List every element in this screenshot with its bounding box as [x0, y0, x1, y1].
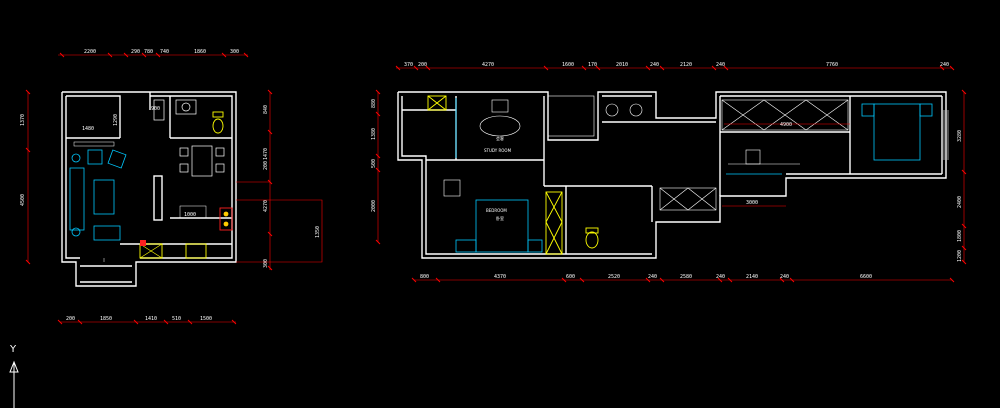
- right-closets: [547, 95, 849, 211]
- right-dim-right-1: 3280: [957, 130, 963, 142]
- left-dim-top-4: 740: [160, 49, 169, 55]
- right-dim-bottom-1: 800: [420, 274, 429, 280]
- right-room-label-study: STUDY ROOM: [484, 148, 512, 153]
- right-yellow-fixtures: [427, 95, 599, 255]
- left-dim-right-2: 1470: [263, 148, 269, 160]
- left-dim-right-1: 840: [263, 105, 269, 114]
- right-dimension-ticks: [375, 65, 967, 283]
- left-dim-inner-5: 1000: [184, 212, 196, 218]
- right-dim-right-4: 1200: [957, 250, 963, 262]
- left-dim-inner-3: 900: [151, 106, 160, 112]
- right-dim-top-7: 240: [650, 62, 659, 68]
- right-room-label-bedroom: BEDROOM: [486, 208, 507, 213]
- left-floor-plan: 2200 290 780 740 1860 300 1370 4500 840 …: [20, 49, 323, 325]
- left-dim-top-5: 1860: [194, 49, 206, 55]
- left-dim-top-1: 2200: [84, 49, 96, 55]
- right-dim-left-1: 880: [371, 99, 377, 108]
- left-dim-bottom-1: 200: [66, 316, 75, 322]
- right-dim-top-1: 370: [404, 62, 413, 68]
- left-dining-table: [179, 145, 225, 177]
- right-dim-bottom-2: 4370: [494, 274, 506, 280]
- right-dim-top-4: 1600: [562, 62, 574, 68]
- right-dim-left-2: 1380: [371, 128, 377, 140]
- right-dim-left-4: 2000: [371, 200, 377, 212]
- right-dim-right-2: 2400: [957, 196, 963, 208]
- left-fixture-details: [73, 141, 207, 262]
- right-dim-inner-1: 4900: [780, 122, 792, 128]
- left-dim-top-3: 780: [144, 49, 153, 55]
- left-dimension-lines: [27, 54, 323, 323]
- left-living-furniture: [69, 149, 127, 241]
- left-dim-bottom-3: 1410: [145, 316, 157, 322]
- left-dim-left-2: 4500: [20, 194, 26, 206]
- right-dim-bottom-8: 2140: [746, 274, 758, 280]
- left-plan-walls: [61, 91, 237, 287]
- right-dim-top-2: 200: [418, 62, 427, 68]
- right-dim-top-3: 4270: [482, 62, 494, 68]
- right-dim-inner-2: 3000: [746, 200, 758, 206]
- right-dim-top-10: 7760: [826, 62, 838, 68]
- left-dim-bottom-4: 510: [172, 316, 181, 322]
- right-cyan-furniture: [455, 98, 933, 253]
- right-dim-bottom-9: 240: [780, 274, 789, 280]
- right-dim-top-8: 2120: [680, 62, 692, 68]
- right-dim-left-3: 500: [371, 159, 377, 168]
- ucs-axis-icon: Y: [9, 344, 19, 408]
- left-dim-bottom-2: 1850: [100, 316, 112, 322]
- right-dim-bottom-4: 2520: [608, 274, 620, 280]
- right-dim-top-5: 170: [588, 62, 597, 68]
- left-dim-bottom-5: 1500: [200, 316, 212, 322]
- left-dim-left-1: 1370: [20, 114, 26, 126]
- right-room-label-bedroom-cn: 卧室: [496, 215, 504, 221]
- right-room-label-meeting: 会客: [496, 135, 504, 141]
- left-dim-right-4: 4270: [263, 200, 269, 212]
- left-dim-top-6: 300: [230, 49, 239, 55]
- right-dim-top-11: 240: [940, 62, 949, 68]
- left-toilet: [212, 111, 224, 134]
- right-dim-bottom-7: 240: [716, 274, 725, 280]
- right-plan-walls: [397, 91, 947, 259]
- axis-y-label: Y: [9, 344, 17, 355]
- right-dim-bottom-3: 600: [566, 274, 575, 280]
- left-kitchen: [139, 207, 233, 259]
- right-dim-right-3: 1800: [957, 230, 963, 242]
- right-dim-top-6: 2010: [616, 62, 628, 68]
- right-dim-top-9: 240: [716, 62, 725, 68]
- left-dim-inner-4: 1350: [315, 226, 321, 238]
- right-dim-bottom-5: 240: [648, 274, 657, 280]
- right-white-furniture: [443, 99, 949, 197]
- left-dim-top-2: 290: [131, 49, 140, 55]
- left-dim-inner-1: 1480: [82, 126, 94, 132]
- right-dimension-lines: [377, 67, 965, 281]
- right-dim-bottom-6: 2580: [680, 274, 692, 280]
- right-dim-bottom-10: 6600: [860, 274, 872, 280]
- left-bath-fixtures: [153, 99, 197, 121]
- left-dim-right-3: 200: [263, 161, 269, 170]
- left-dim-inner-2: 1290: [113, 114, 119, 126]
- left-dim-right-5: 300: [263, 259, 269, 268]
- left-dimension-ticks: [25, 52, 273, 325]
- right-floor-plan: 会客 STUDY ROOM BEDROOM 卧室 3: [371, 62, 967, 283]
